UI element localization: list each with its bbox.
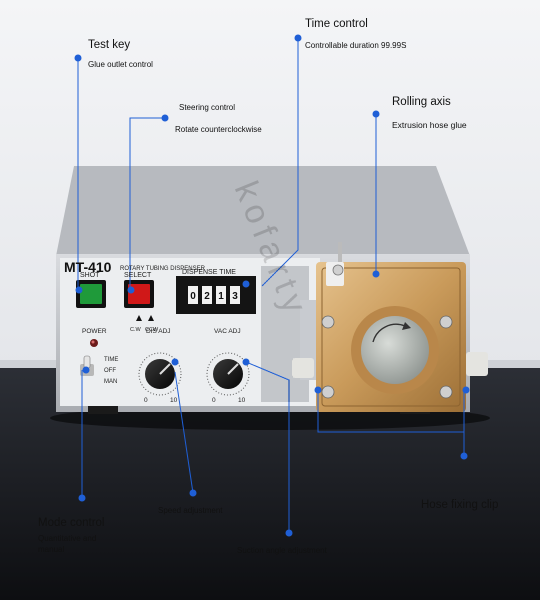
dis-adj-label: DIS ADJ: [146, 328, 171, 335]
dis-min-label: 0: [144, 397, 148, 404]
test-key-title: Test key: [88, 39, 131, 51]
mode-control-sub2: manual: [38, 545, 65, 554]
rolling-axis-title: Rolling axis: [392, 96, 451, 108]
speed-adjustment-title: Speed adjustment: [158, 506, 223, 515]
mode-control-title: Mode control: [38, 517, 105, 529]
off-mode-label: OFF: [104, 368, 116, 374]
vac-max-label: 10: [238, 397, 246, 404]
suction-angle-title: Suction angle adjustment: [237, 546, 327, 555]
steering-sub: Rotate counterclockwise: [175, 125, 262, 134]
time-control-title: Time control: [305, 18, 368, 30]
test-key-sub: Glue outlet control: [88, 60, 153, 69]
man-mode-label: MAN: [104, 379, 117, 385]
thumbwheel-digit: 0: [190, 291, 196, 302]
cw-label: C.W: [130, 327, 142, 333]
model-subtitle: ROTARY TUBING DISPENSER: [120, 266, 206, 272]
vac-adj-label: VAC ADJ: [214, 328, 241, 335]
left-hose-clip: [292, 358, 314, 378]
rolling-axis-disc: [361, 316, 429, 384]
hose-fixing-clip-title: Hose fixing clip: [421, 499, 499, 511]
rolling-axis-sub: Extrusion hose glue: [392, 120, 467, 130]
pump-head: [292, 242, 488, 412]
mode-control-sub1: Quantitative and: [38, 534, 97, 543]
vac-adj-knob: [206, 352, 250, 396]
select-label: SELECT: [124, 272, 152, 279]
model-label: MT-410: [64, 259, 112, 275]
thumbwheel-digit-box: [216, 286, 226, 304]
time-control-sub: Controllable duration 99.99S: [305, 41, 407, 50]
thumbwheel-digit: 1: [218, 291, 224, 302]
dis-adj-knob: [138, 352, 182, 396]
thumbwheel-digit-box: [202, 286, 212, 304]
time-mode-label: TIME: [104, 357, 118, 363]
callout-dots: [74, 34, 470, 537]
dispense-time-label: DISPENSE TIME: [182, 269, 236, 276]
right-hose-clip: [466, 352, 488, 376]
vac-min-label: 0: [212, 397, 216, 404]
ccw-label: CCW: [145, 327, 159, 333]
callout-lines: [77, 38, 465, 533]
thumbwheel-digit-box: [230, 286, 240, 304]
power-label: POWER: [82, 328, 107, 335]
thumbwheel-digit-box: [188, 286, 198, 304]
steering-title: Steering control: [179, 103, 236, 112]
shot-button: [80, 284, 102, 304]
shot-label: SHOT: [80, 272, 100, 279]
dis-max-label: 10: [170, 397, 178, 404]
thumbwheel-digit: 3: [232, 291, 238, 302]
thumbwheel-digit: 2: [204, 291, 210, 302]
